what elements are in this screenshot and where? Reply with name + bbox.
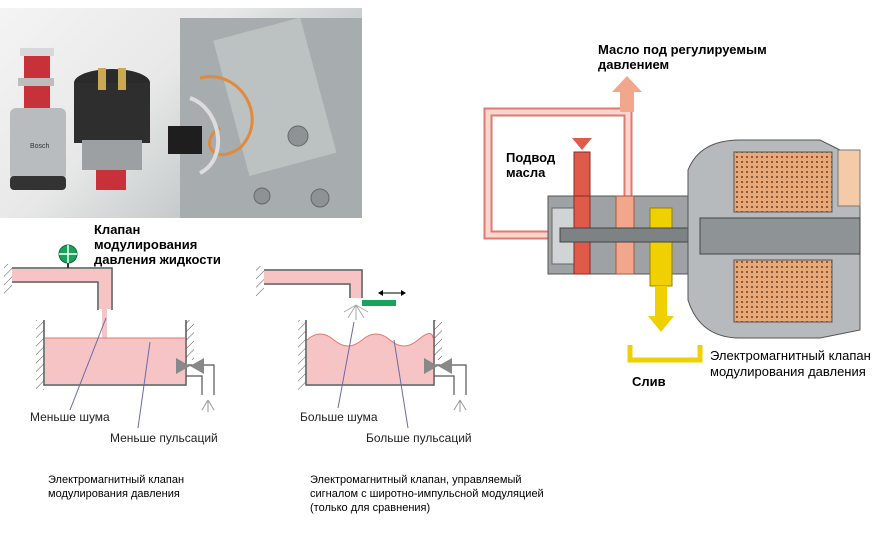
oil-in-line2: масла	[506, 165, 546, 180]
right-caption-line1: Электромагнитный клапан, управляемый	[310, 474, 522, 486]
right-caption: Электромагнитный клапан, управляемый сиг…	[310, 473, 544, 515]
oil-out-line1: Масло под регулируемым	[598, 42, 767, 57]
solenoid-1-body	[10, 108, 66, 180]
solenoid-label: Электромагнитный клапан модулирования да…	[710, 348, 871, 380]
right-caption-line3: (только для сравнения)	[310, 502, 431, 514]
left-caption: Электромагнитный клапан модулирования да…	[48, 473, 184, 501]
pwm-tank-liquid	[307, 333, 433, 384]
solenoid-line2: модулирования давления	[710, 364, 866, 379]
drain-port	[649, 207, 673, 287]
valve-title-line2: модулирования	[94, 237, 198, 252]
left-inflow-liquid	[12, 269, 111, 281]
left-caption-line1: Электромагнитный клапан	[48, 474, 185, 486]
oil-out-label: Масло под регулируемым давлением	[598, 42, 767, 72]
drain-arrow	[648, 316, 674, 332]
less-noise-label: Меньше шума	[30, 410, 110, 424]
valve-photo-drawing: Bosch	[10, 17, 362, 218]
valve-title: Клапан модулирования давления жидкости	[94, 222, 221, 267]
oil-loop-pipe	[485, 109, 631, 238]
regulated-oil-arrow	[612, 76, 642, 92]
pwm-flap	[362, 300, 396, 306]
oil-inlet-arrow	[572, 138, 592, 150]
left-tank-liquid	[45, 338, 185, 384]
oil-in-label: Подвод масла	[506, 150, 555, 180]
more-pulsation-label: Больше пульсаций	[366, 431, 472, 445]
less-pulsation-label: Меньше пульсаций	[110, 431, 218, 445]
pwm-diagram	[256, 266, 467, 429]
coil-bottom	[733, 259, 833, 323]
bosch-label: Bosch	[30, 143, 50, 150]
left-caption-line2: модулирования давления	[48, 488, 180, 500]
drain-label: Слив	[632, 374, 666, 389]
right-caption-line2: сигналом с широтно-импульсной модуляцией	[310, 488, 544, 500]
oil-out-line2: давлением	[598, 57, 670, 72]
coil-top	[733, 151, 833, 213]
installed-solenoid	[168, 126, 202, 154]
solenoid-2-body	[82, 140, 142, 170]
drain-tray	[627, 345, 703, 363]
solenoid-line1: Электромагнитный клапан	[710, 348, 871, 363]
oil-in-line1: Подвод	[506, 150, 556, 165]
more-noise-label: Больше шума	[300, 410, 378, 424]
valve-photo: Bosch	[0, 8, 362, 218]
orange-wire	[199, 75, 254, 157]
left-diagram	[4, 244, 215, 429]
valve-title-line1: Клапан	[94, 222, 141, 237]
solenoid-cross-section	[483, 76, 861, 363]
valve-title-line3: давления жидкости	[94, 252, 221, 267]
